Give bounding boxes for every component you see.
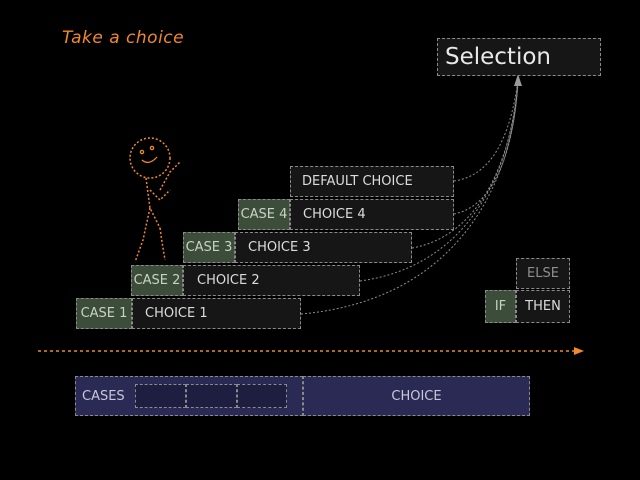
then-box: THEN <box>516 290 570 323</box>
case-3-box: CASE 3 <box>183 232 235 263</box>
diagram-title: Take a choice <box>62 28 185 48</box>
cases-slot-1 <box>135 384 186 408</box>
choice-3-box: CHOICE 3 <box>235 232 412 263</box>
cases-slot-3 <box>237 384 287 408</box>
connector-choice2 <box>359 79 519 282</box>
connector-choice1 <box>300 79 519 315</box>
choice-4-box: CHOICE 4 <box>290 199 454 230</box>
case-4-box: CASE 4 <box>238 199 290 230</box>
if-box: IF <box>485 290 516 323</box>
case-2-box: CASE 2 <box>131 265 183 296</box>
selection-arrowhead <box>514 74 522 86</box>
else-box: ELSE <box>516 258 570 289</box>
case-1-box: CASE 1 <box>76 298 132 329</box>
stick-figure-icon <box>129 137 181 263</box>
default-choice-box: DEFAULT CHOICE <box>290 166 454 197</box>
stick-figure-face-icon <box>139 145 158 164</box>
choice-bar: CHOICE <box>303 376 530 416</box>
selection-box: Selection <box>437 38 601 76</box>
choice-1-box: CHOICE 1 <box>132 298 301 329</box>
connector-default <box>453 79 519 182</box>
connector-choice3 <box>411 79 519 249</box>
choice-2-box: CHOICE 2 <box>183 265 360 296</box>
timeline-arrowhead <box>574 347 584 355</box>
cases-bar-label: CASES <box>82 388 125 404</box>
cases-slot-2 <box>186 384 237 408</box>
connector-choice4 <box>453 79 519 215</box>
